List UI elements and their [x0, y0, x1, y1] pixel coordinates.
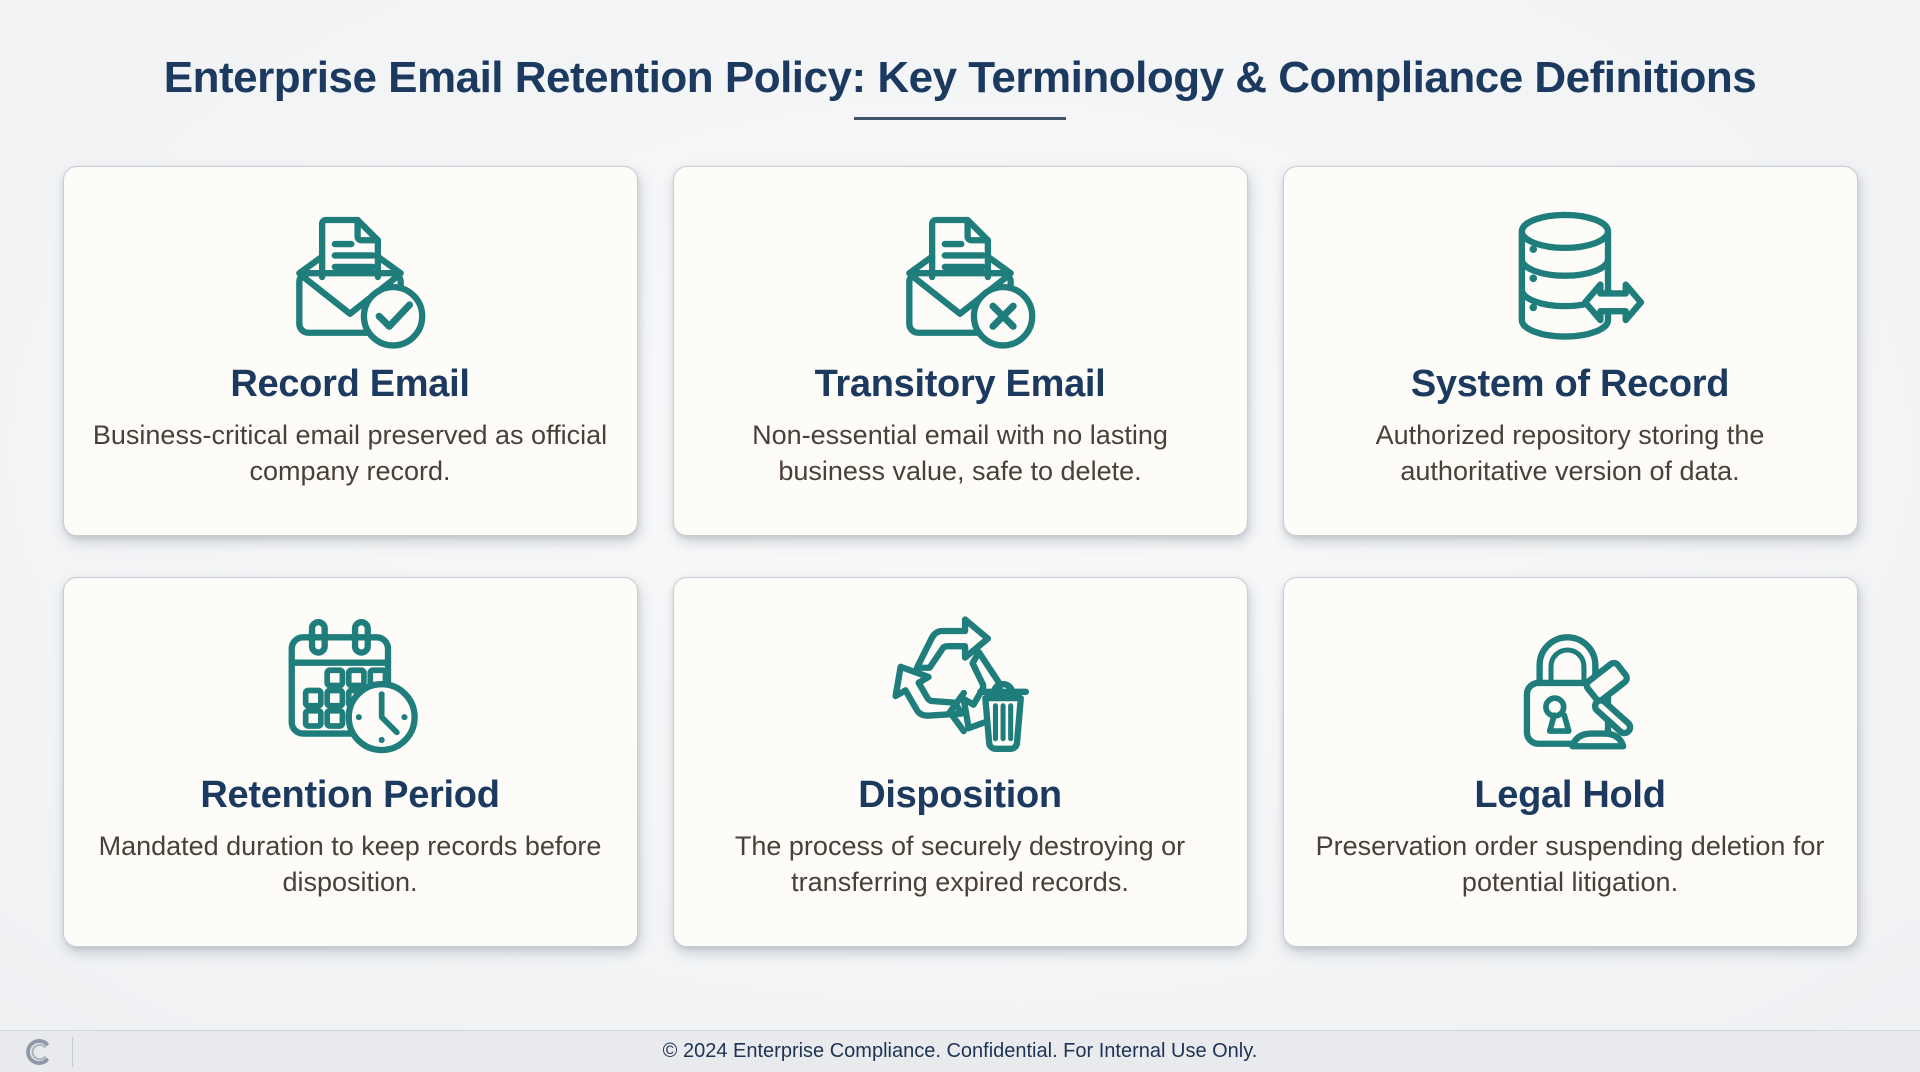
footer-divider	[72, 1036, 73, 1067]
database-sync-icon	[1518, 212, 1645, 341]
card-retention-period: Retention Period Mandated duration to ke…	[62, 577, 638, 948]
card-description: Non-essential email with no lasting busi…	[752, 420, 1168, 487]
card-title: Record Email	[230, 363, 470, 406]
card-transitory-email: Transitory Email Non-essential email wit…	[672, 166, 1248, 537]
card-title: Disposition	[858, 774, 1062, 817]
card-title: Legal Hold	[1474, 774, 1666, 817]
stylized-c-logo	[26, 1038, 49, 1065]
card-record-email: Record Email Business-critical email pre…	[62, 166, 638, 537]
footer-bar: © 2024 Enterprise Compliance. Confidenti…	[0, 1030, 1920, 1072]
card-disposition: Disposition The process of securely dest…	[672, 577, 1248, 948]
card-legal-hold: Legal Hold Preservation order suspending…	[1282, 577, 1858, 948]
recycle-trash-icon	[884, 612, 1030, 753]
footer-copyright: © 2024 Enterprise Compliance. Confidenti…	[662, 1040, 1258, 1062]
card-description: Authorized repository storing the author…	[1375, 420, 1765, 487]
card-title: Transitory Email	[814, 363, 1106, 406]
envelope-document-x-icon	[906, 217, 1036, 349]
card-description: The process of securely destroying or tr…	[734, 831, 1186, 898]
title-underline	[854, 117, 1066, 121]
padlock-gavel-icon	[1523, 634, 1634, 750]
card-title: System of Record	[1410, 363, 1730, 406]
envelope-document-check-icon	[296, 217, 426, 349]
card-system-of-record: System of Record Authorized repository s…	[1282, 166, 1858, 537]
page-title: Enterprise Email Retention Policy: Key T…	[163, 53, 1757, 102]
infographic: Enterprise Email Retention Policy: Key T…	[0, 53, 1920, 948]
card-title: Retention Period	[200, 774, 500, 817]
card-description: Preservation order suspending deletion f…	[1315, 831, 1825, 898]
card-description: Mandated duration to keep records before…	[98, 831, 602, 898]
definition-card-grid: Record Email Business-critical email pre…	[0, 166, 1920, 948]
card-description: Business-critical email preserved as off…	[92, 420, 608, 487]
calendar-clock-icon	[288, 619, 418, 754]
